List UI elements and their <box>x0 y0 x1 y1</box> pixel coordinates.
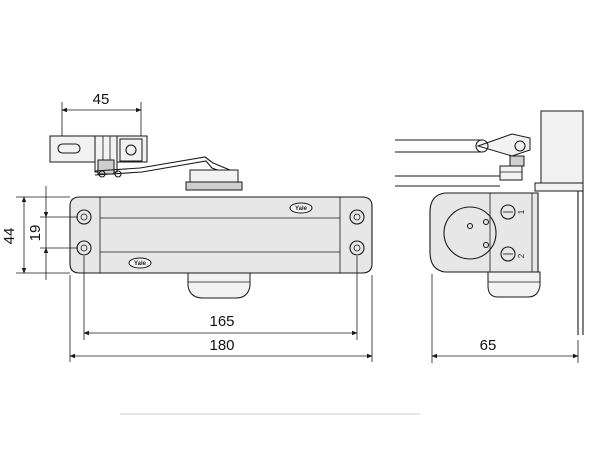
dim-overall-length: 180 <box>69 275 373 362</box>
dim-hole-spacing: 165 <box>83 256 358 340</box>
front-view: Yale Yale 45 44 <box>1 91 373 362</box>
dim-label-44: 44 <box>1 228 18 245</box>
dim-depth: 65 <box>431 274 579 363</box>
closer-body: Yale Yale <box>69 196 373 274</box>
dim-arm-width: 45 <box>61 91 142 136</box>
adjust-screw-label-2: 2 <box>517 253 526 258</box>
arm-bracket <box>49 135 148 175</box>
dim-label-65: 65 <box>480 337 497 354</box>
closer-side-body: 1 2 <box>429 192 539 273</box>
brand-logo-bottom: Yale <box>134 261 147 267</box>
dim-height-overall: 44 <box>1 196 70 274</box>
brand-logo-top: Yale <box>295 206 308 212</box>
side-valve <box>487 271 541 298</box>
arm-rods <box>395 133 531 187</box>
frame-block <box>534 110 584 335</box>
dim-label-19: 19 <box>27 225 44 242</box>
side-view: 1 2 65 <box>395 110 584 363</box>
linkage-arm <box>94 156 243 191</box>
dim-label-165: 165 <box>209 313 234 330</box>
bottom-valve <box>187 272 251 299</box>
dim-height-holes: 19 <box>27 186 78 280</box>
adjust-screw-label-1: 1 <box>517 209 526 214</box>
dim-label-180: 180 <box>209 337 234 354</box>
dim-label-45: 45 <box>93 91 110 108</box>
